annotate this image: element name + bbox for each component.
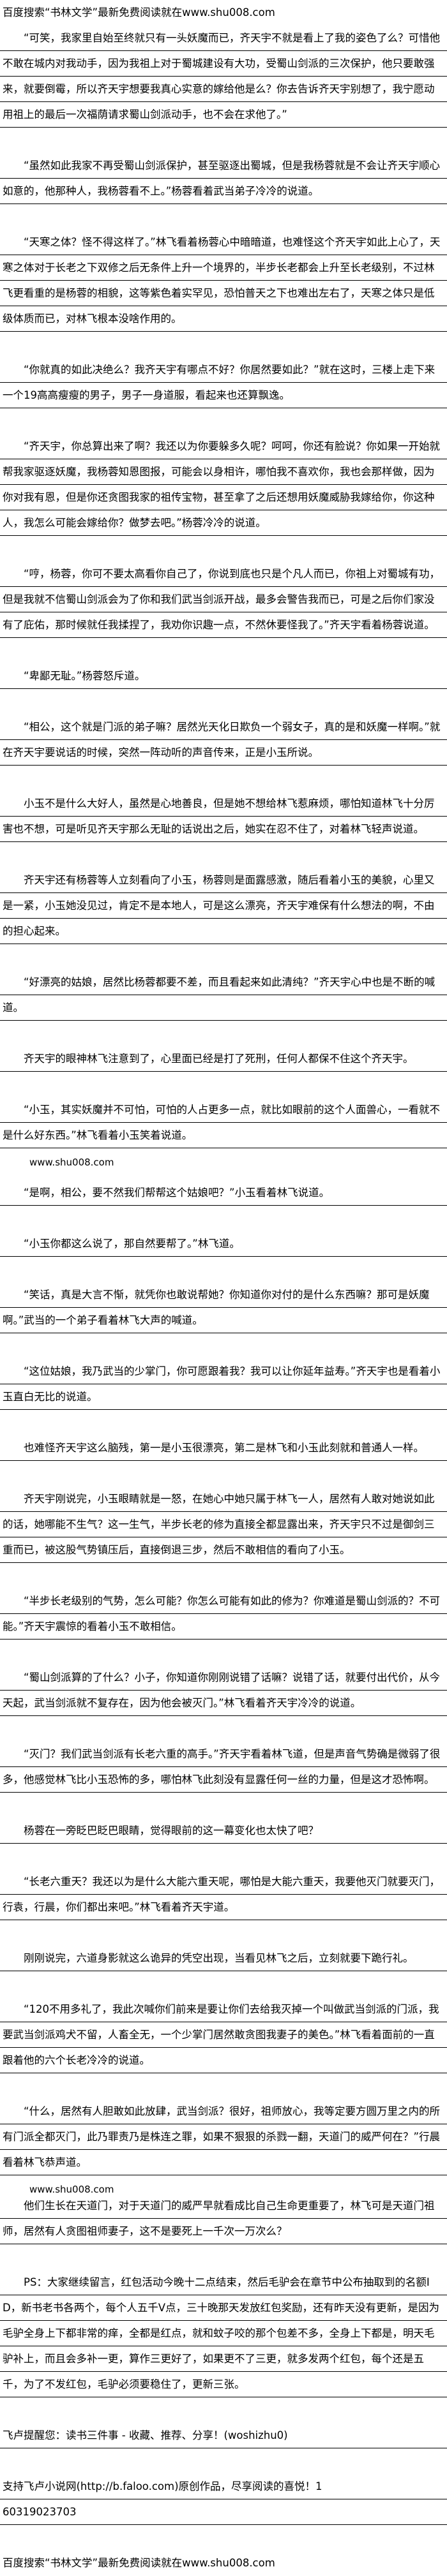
paragraph: 他们生长在天道门，对于天道门的威严早就看成比自己生命更重要了，林飞可是天道门祖师… [0,2193,447,2244]
footer-code: 60319023703 [0,2499,447,2525]
paragraph: 齐天宇还有杨蓉等人立刻看向了小玉，杨蓉则是面露感激，随后看着小玉的美貌，心里又是… [0,868,447,944]
paragraph: “卑鄙无耻。”杨蓉怒斥道。 [0,663,447,689]
paragraph: “可笑，我家里自始至终就只有一头妖魔而已，齐天宇不就是看上了我的姿色了么？可惜他… [0,26,447,128]
paragraph: 小玉不是什么大好人，虽然是心地善良，但是她不想给林飞惹麻烦，哪怕知道林飞十分厉害… [0,791,447,842]
footer-support-link[interactable]: 支持飞卢小说网(http://b.faloo.com)原创作品，尽享阅读的喜悦！… [0,2474,447,2499]
paragraph: “你就真的如此决绝么？我齐天宇有哪点不好？你居然要如此？”就在这时，三楼上走下来… [0,357,447,408]
paragraph: “好漂亮的姑娘，居然比杨蓉都要不差，而且看起来如此清纯？”齐天宇心中也是不断的喊… [0,970,447,1021]
paragraph: “哼，杨蓉，你可不要太高看你自己了，你说到底也只是个凡人而已，你祖上对蜀城有功，… [0,561,447,638]
chapter-content: “可笑，我家里自始至终就只有一头妖魔而已，齐天宇不就是看上了我的姿色了么？可惜他… [0,26,447,2397]
paragraph: PS：大家继续留言，红包活动今晚十二点结束，然后毛驴会在章节中公布抽取到的名额I… [0,2270,447,2397]
watermark-url: www.shu008.com [29,1157,114,1168]
paragraph: “这位姑娘，我乃武当的少掌门，你可愿跟着我？我可以让你延年益寿。”齐天宇也是看着… [0,1359,447,1410]
paragraph: “什么，居然有人胆敢如此放肆，武当剑派？很好，祖师放心，我等定要方圆万里之内的所… [0,2099,447,2175]
paragraph: “蜀山剑派算的了什么？小子，你知道你刚刚说错了话嘛？说错了话，就要付出代价，从今… [0,1665,447,1716]
paragraph: “120不用多礼了，我此次喊你们前来是要让你们去给我灭掉一个叫做武当剑派的门派，… [0,1997,447,2073]
paragraph: “长老六重天？我还以为是什么大能六重天呢，哪怕是大能六重天，我要他灭门就要灭门，… [0,1869,447,1920]
paragraph: 刚刚说完，六道身影就这么诡异的凭空出现，当看见林飞之后，立刻就要下跪行礼。 [0,1946,447,1971]
paragraph: “齐天宇，你总算出来了啊？我还以为你要躲多久呢？呵呵，你还有脸说？你如果一开始就… [0,434,447,536]
footer-banner: 百度搜索“书林文学”最新免费阅读就在www.shu008.com [3,2557,275,2569]
paragraph: 杨蓉在一旁眨巴眨巴眼睛，觉得眼前的这一幕变化也太快了吧？ [0,1818,447,1844]
paragraph: “小玉，其实妖魔并不可怕，可怕的人占更多一点，就比如眼前的这个人面兽心，一看就不… [0,1097,447,1148]
paragraph: “相公，这个就是门派的弟子嘛？居然光天化日欺负一个弱女子，真的是和妖魔一样啊。”… [0,714,447,766]
paragraph: “笑话，真是大言不惭，就凭你也敢说帮她？你知道你对付的是什么东西嘛？那可是妖魔啊… [0,1282,447,1333]
paragraph: 齐天宇刚说完，小玉眼睛就是一怒，在她心中她只属于林飞一人，居然有人敢对她说如此的… [0,1486,447,1563]
footer-reminder: 飞卢提醒您：读书三件事 - 收藏、推荐、分享！(woshizhu0) [0,2423,447,2448]
paragraph: “是啊，相公，要不然我们帮帮这个姑娘吧？”小玉看着林飞说道。 [0,1180,447,1206]
paragraph: “小玉你都这么说了，那自然要帮了。”林飞道。 [0,1231,447,1257]
paragraph: 齐天宇的眼神林飞注意到了，心里面已经是打了死刑，任何人都保不住这个齐天宇。 [0,1046,447,1072]
paragraph: 也难怪齐天宇这么脑残，第一是小玉很漂亮，第二是林飞和小玉此刻就和普通人一样。 [0,1435,447,1461]
header-banner: 百度搜索“书林文学”最新免费阅读就在www.shu008.com [3,6,275,19]
paragraph: “半步长老级别的气势，怎么可能？你怎么可能有如此的修为？你难道是蜀山剑派的？不可… [0,1588,447,1640]
paragraph: “灭门？我们武当剑派有长老六重的高手。”齐天宇看着林飞道，但是声音气势确是微弱了… [0,1742,447,1793]
paragraph: “虽然如此我家不再受蜀山剑派保护，甚至驱逐出蜀城，但是我杨蓉就是不会让齐天宇顺心… [0,153,447,204]
paragraph: “天寒之体？怪不得这样了。”林飞看着杨蓉心中暗暗道，也难怪这个齐天宇如此上心了，… [0,230,447,332]
